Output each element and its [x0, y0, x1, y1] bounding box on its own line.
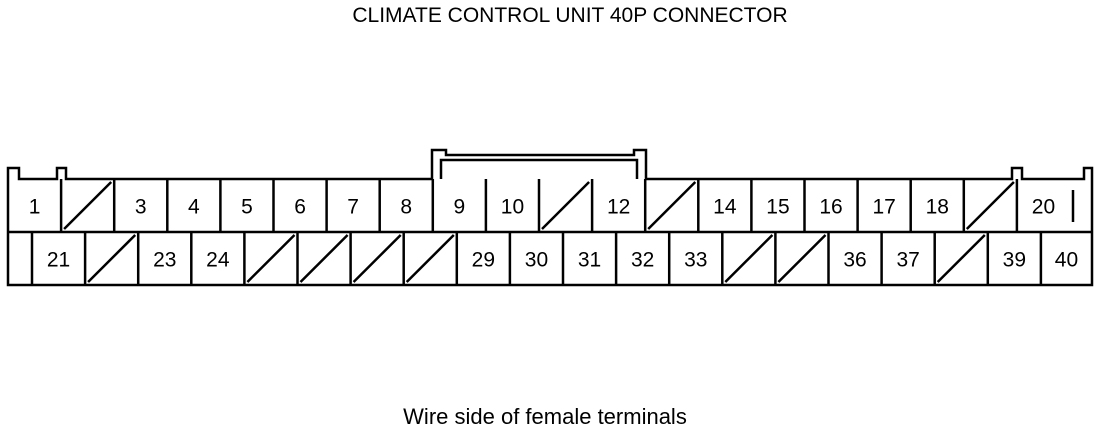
housing-outline — [6, 148, 1094, 287]
empty-cavity-slash — [647, 181, 697, 230]
empty-cavity-slash — [936, 234, 986, 283]
empty-cavity-slash — [777, 234, 827, 283]
terminal-number: 36 — [843, 249, 866, 272]
terminal-number: 1 — [29, 196, 41, 219]
terminal-number: 10 — [501, 196, 524, 219]
empty-cavity-slash — [299, 234, 349, 283]
terminal-number: 18 — [926, 196, 949, 219]
terminal-number: 3 — [135, 196, 147, 219]
terminal-number: 37 — [896, 249, 919, 272]
diagram-caption: Wire side of female terminals — [403, 404, 687, 429]
terminal-number: 12 — [607, 196, 630, 219]
terminal-number: 16 — [819, 196, 842, 219]
lock-tab-inner — [439, 158, 639, 179]
empty-cavity-slash — [63, 181, 113, 230]
terminal-number: 31 — [578, 249, 601, 272]
terminal-number: 33 — [684, 249, 707, 272]
terminal-number: 5 — [241, 196, 253, 219]
terminal-number: 40 — [1055, 249, 1078, 272]
terminal-number: 21 — [47, 249, 70, 272]
terminal-number: 7 — [347, 196, 359, 219]
terminal-number: 30 — [525, 249, 548, 272]
empty-cavity-slash — [724, 234, 774, 283]
terminal-number: 9 — [454, 196, 466, 219]
terminal-number: 29 — [472, 249, 495, 272]
empty-cavity-slash — [965, 181, 1015, 230]
terminal-number: 32 — [631, 249, 654, 272]
terminal-number: 24 — [206, 249, 230, 272]
empty-cavity-slash — [405, 234, 455, 283]
empty-cavity-slash — [352, 234, 402, 283]
empty-cavity-slash — [87, 234, 137, 283]
terminal-number: 17 — [872, 196, 895, 219]
terminal-number: 14 — [713, 196, 737, 219]
empty-cavity-slash — [541, 181, 590, 230]
empty-cavity-slash — [246, 234, 296, 283]
terminal-number: 20 — [1032, 196, 1055, 219]
terminal-number: 8 — [400, 196, 412, 219]
diagram-title: CLIMATE CONTROL UNIT 40P CONNECTOR — [352, 4, 788, 27]
terminal-number: 15 — [766, 196, 789, 219]
terminal-number: 6 — [294, 196, 306, 219]
terminal-number: 23 — [153, 249, 176, 272]
terminal-number: 39 — [1003, 249, 1026, 272]
terminal-number: 4 — [188, 196, 200, 219]
